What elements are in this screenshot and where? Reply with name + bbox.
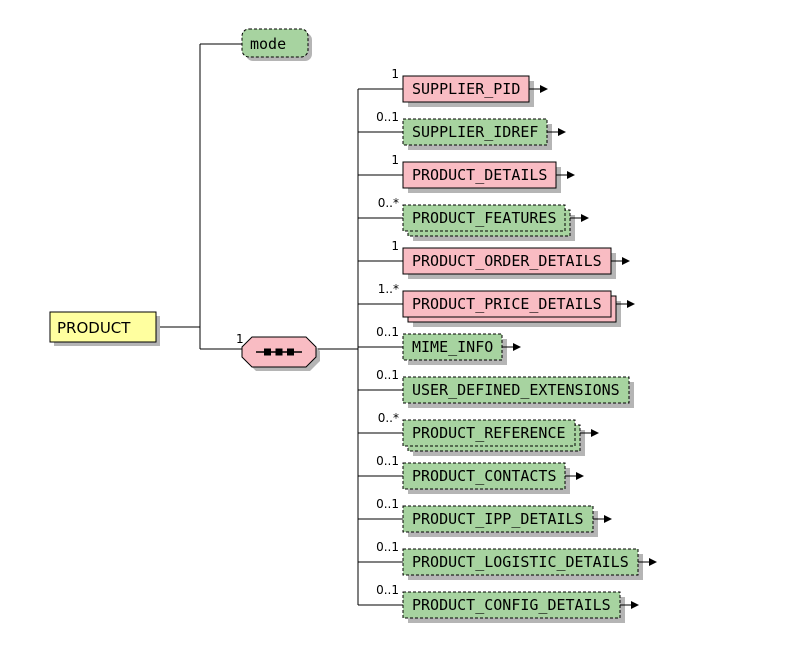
- element-label: PRODUCT_LOGISTIC_DETAILS: [412, 553, 629, 571]
- expand-arrow-icon[interactable]: [622, 257, 630, 265]
- expand-arrow-icon[interactable]: [558, 128, 566, 136]
- element-label: PRODUCT_IPP_DETAILS: [412, 510, 584, 528]
- element-box: [402, 118, 548, 146]
- element-label: PRODUCT_FEATURES: [412, 209, 557, 227]
- element-label: PRODUCT_CONFIG_DETAILS: [412, 596, 611, 614]
- cardinality-label: 1: [391, 153, 399, 167]
- expand-arrow-icon[interactable]: [604, 515, 612, 523]
- expand-arrow-icon[interactable]: [627, 300, 635, 308]
- child-element[interactable]: 1..* PRODUCT_PRICE_DETAILS: [378, 282, 635, 327]
- expand-arrow-icon[interactable]: [576, 472, 584, 480]
- child-element[interactable]: 0..* PRODUCT_FEATURES: [378, 196, 589, 241]
- element-label: USER_DEFINED_EXTENSIONS: [412, 381, 620, 399]
- cardinality-label: 1..*: [378, 282, 399, 296]
- root-label: PRODUCT: [57, 319, 131, 337]
- cardinality-label: 1: [391, 67, 399, 81]
- sequence-compositor-icon: [256, 348, 302, 356]
- root-element[interactable]: PRODUCT: [49, 311, 160, 346]
- attribute-box: [241, 28, 309, 58]
- element-box: [402, 505, 594, 533]
- expand-arrow-icon[interactable]: [649, 558, 657, 566]
- expand-arrow-icon[interactable]: [631, 601, 639, 609]
- cardinality-label: 0..1: [376, 325, 399, 339]
- sequence-cardinality: 1: [236, 332, 244, 346]
- cardinality-label: 0..1: [376, 368, 399, 382]
- element-box: [402, 376, 630, 404]
- cardinality-label: 0..1: [376, 110, 399, 124]
- child-elements: 1SUPPLIER_PID0..1SUPPLIER_IDREF1PRODUCT_…: [376, 67, 657, 623]
- cardinality-label: 0..1: [376, 454, 399, 468]
- sequence-compositor[interactable]: 1: [236, 332, 320, 371]
- element-label: MIME_INFO: [412, 338, 493, 356]
- expand-arrow-icon[interactable]: [591, 429, 599, 437]
- expand-arrow-icon[interactable]: [581, 214, 589, 222]
- element-box: [402, 75, 530, 103]
- connector-lines: [156, 43, 403, 606]
- cardinality-label: 0..1: [376, 497, 399, 511]
- element-label: SUPPLIER_PID: [412, 80, 520, 98]
- element-box: [402, 247, 612, 275]
- element-label: PRODUCT_DETAILS: [412, 166, 547, 184]
- element-label: SUPPLIER_IDREF: [412, 123, 538, 141]
- element-box: [402, 419, 576, 447]
- element-box: [402, 591, 621, 619]
- element-box: [402, 462, 566, 490]
- child-element[interactable]: 0..* PRODUCT_REFERENCE: [378, 411, 599, 456]
- expand-arrow-icon[interactable]: [513, 343, 521, 351]
- cardinality-label: 0..1: [376, 540, 399, 554]
- element-box: [402, 204, 566, 232]
- attribute-mode[interactable]: mode: [241, 28, 312, 61]
- element-label: PRODUCT_CONTACTS: [412, 467, 557, 485]
- root-box: [49, 311, 157, 343]
- expand-arrow-icon[interactable]: [567, 171, 575, 179]
- element-label: PRODUCT_REFERENCE: [412, 424, 566, 442]
- attribute-label: mode: [250, 35, 286, 53]
- element-box: [402, 161, 557, 189]
- expand-arrow-icon[interactable]: [540, 85, 548, 93]
- cardinality-label: 0..1: [376, 583, 399, 597]
- cardinality-label: 1: [391, 239, 399, 253]
- cardinality-label: 0..*: [378, 196, 399, 210]
- element-box: [402, 290, 612, 318]
- cardinality-label: 0..*: [378, 411, 399, 425]
- element-label: PRODUCT_PRICE_DETAILS: [412, 295, 602, 313]
- element-label: PRODUCT_ORDER_DETAILS: [412, 252, 602, 270]
